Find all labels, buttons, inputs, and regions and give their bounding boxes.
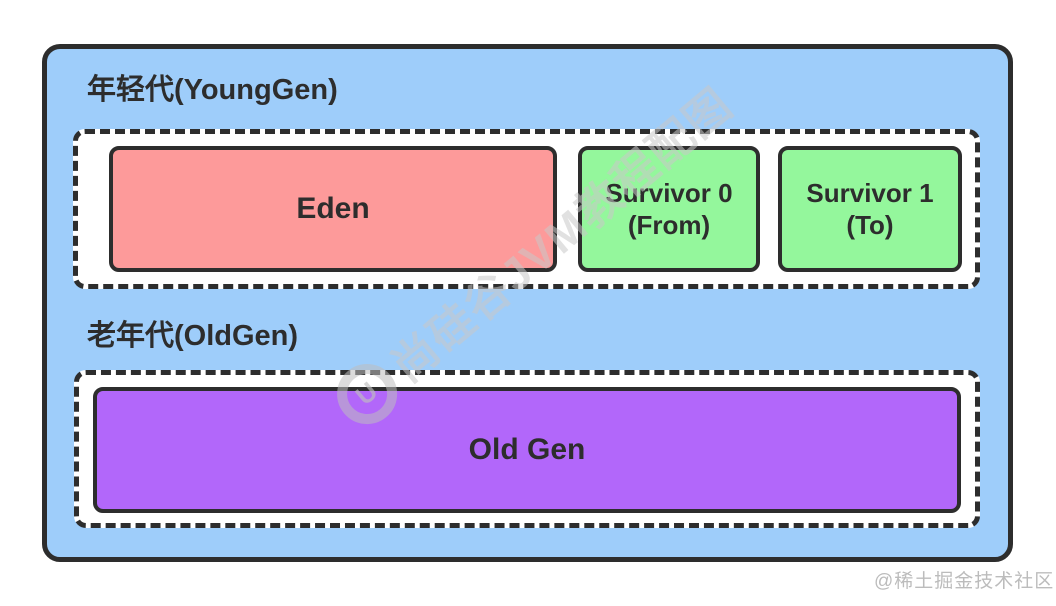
old-gen-region: Old Gen xyxy=(74,370,980,528)
eden-box: Eden xyxy=(109,146,557,272)
old-gen-box-label: Old Gen xyxy=(468,433,586,466)
survivor1-label-line1: Survivor 1 xyxy=(806,178,934,208)
young-gen-region: Eden Survivor 0 (From) Survivor 1 (To) xyxy=(73,129,980,289)
bottom-right-watermark: @稀土掘金技术社区 xyxy=(874,571,1055,592)
old-gen-box: Old Gen xyxy=(93,387,961,513)
old-gen-label: 老年代(OldGen) xyxy=(87,320,299,352)
heap-container: 年轻代(YoungGen) Eden Survivor 0 (From) Sur… xyxy=(42,44,1013,562)
survivor0-label-line2: (From) xyxy=(627,210,711,240)
survivor1-box: Survivor 1 (To) xyxy=(778,146,962,272)
survivor0-label-line1: Survivor 0 xyxy=(605,178,733,208)
young-gen-label: 年轻代(YoungGen) xyxy=(87,74,338,106)
eden-label: Eden xyxy=(296,192,370,225)
survivor1-label-line2: (To) xyxy=(846,210,894,240)
survivor0-box: Survivor 0 (From) xyxy=(578,146,760,272)
